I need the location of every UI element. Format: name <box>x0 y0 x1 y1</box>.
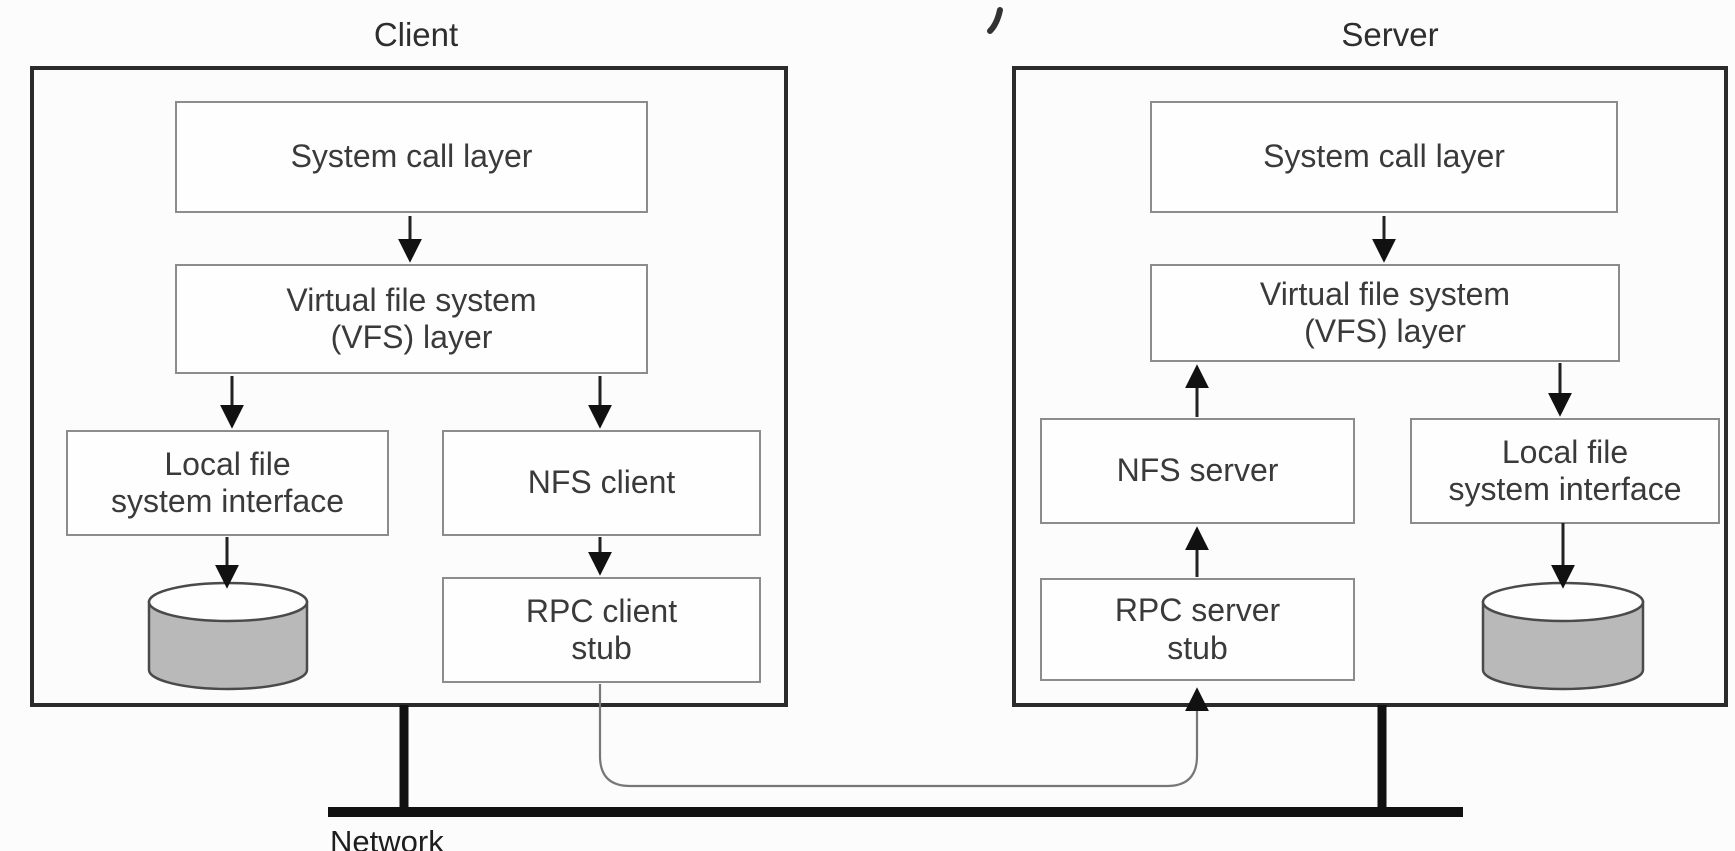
node-nfs-client: NFS client <box>442 430 761 536</box>
network-label: Network <box>330 824 444 851</box>
node-nfs-server: NFS server <box>1040 418 1355 524</box>
node-client-system-call-layer: System call layer <box>175 101 648 213</box>
node-server-local-file-system-interface: Local file system interface <box>1410 418 1720 524</box>
node-label: NFS server <box>1116 452 1279 489</box>
node-label: RPC server stub <box>1114 592 1281 666</box>
node-client-local-file-system-interface: Local file system interface <box>66 430 389 536</box>
node-label: System call layer <box>290 138 533 175</box>
node-label: Local file system interface <box>1448 433 1682 507</box>
node-rpc-client-stub: RPC client stub <box>442 577 761 683</box>
server-title: Server <box>1341 16 1439 53</box>
client-machine-box <box>30 66 788 707</box>
node-label: RPC client stub <box>525 592 678 666</box>
node-label: NFS client <box>527 464 676 501</box>
node-label: Virtual file system (VFS) layer <box>1259 275 1511 349</box>
node-server-vfs-layer: Virtual file system (VFS) layer <box>1150 264 1620 362</box>
node-client-vfs-layer: Virtual file system (VFS) layer <box>175 264 648 374</box>
node-label: Local file system interface <box>111 445 344 519</box>
node-server-system-call-layer: System call layer <box>1150 101 1618 213</box>
node-label: System call layer <box>1263 138 1505 175</box>
client-title: Client <box>373 16 459 53</box>
server-machine-box <box>1012 66 1728 707</box>
stray-tick-mark <box>987 7 1003 34</box>
node-rpc-server-stub: RPC server stub <box>1040 578 1355 681</box>
node-label: Virtual file system (VFS) layer <box>286 281 537 355</box>
